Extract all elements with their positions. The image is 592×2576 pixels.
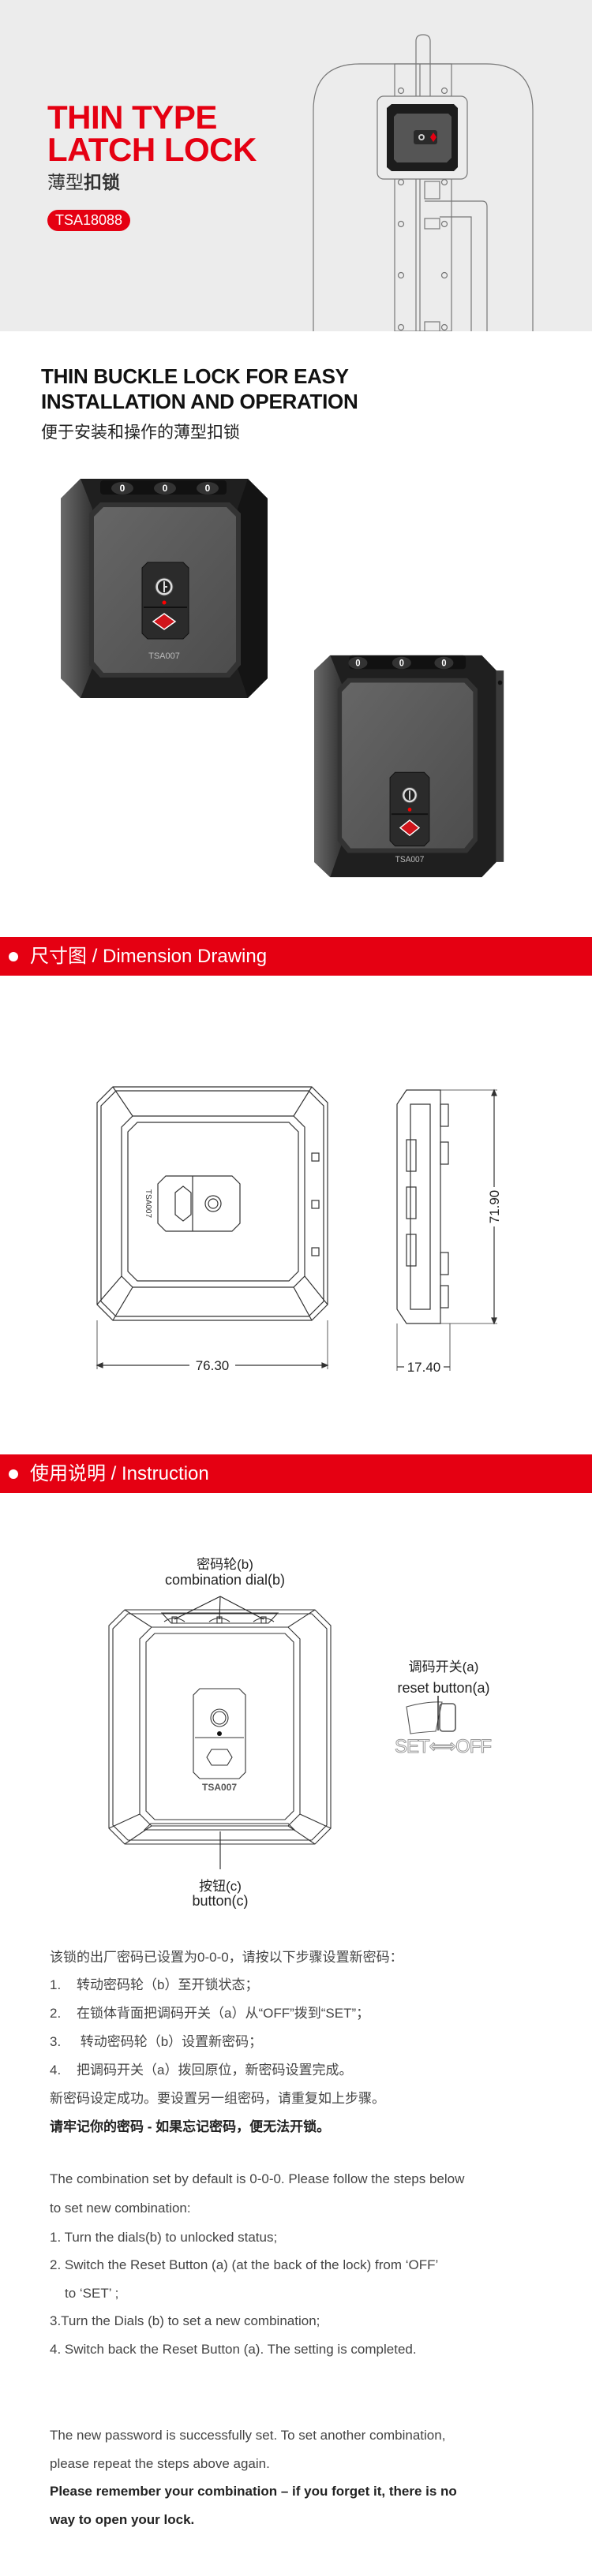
keyhole-icon bbox=[155, 577, 174, 596]
hero-banner: THIN TYPE LATCH LOCK 薄型扣锁 TSA18088 bbox=[0, 0, 592, 331]
step-number: 2. bbox=[50, 2006, 62, 2021]
steps-cn-warning: 请牢记你的密码 - 如果忘记密码，便无法开锁。 bbox=[50, 2119, 331, 2134]
steps-en-item-2-cont: to ‘SET’ ; bbox=[65, 2286, 119, 2301]
steps-cn-item: 4. 把调码开关（a）拨回原位，新密码设置完成。 bbox=[50, 2062, 352, 2079]
dial-digit: 0 bbox=[163, 483, 168, 494]
model-badge: TSA18088 bbox=[47, 210, 130, 231]
set-off-switch-label: SET⟺OFF bbox=[394, 1736, 492, 1758]
lock-product-front: 0 0 0 TSA007 bbox=[61, 479, 268, 698]
steps-cn-intro: 该锁的出厂密码已设置为0-0-0，请按以下步骤设置新密码： bbox=[50, 1950, 403, 1965]
height-dimension: 71.90 bbox=[487, 1190, 502, 1224]
step-text: 转动密码轮（b）设置新密码； bbox=[77, 2034, 263, 2049]
steps-en-success-1: The new password is successfully set. To… bbox=[50, 2428, 446, 2443]
step-text: 转动密码轮（b）至开锁状态； bbox=[77, 1977, 259, 1992]
steps-en-warning-2: way to open your lock. bbox=[50, 2512, 195, 2527]
dial-digit: 0 bbox=[205, 483, 211, 494]
keyhole-icon bbox=[402, 786, 418, 804]
feature-subtitle-cn: 便于安装和操作的薄型扣锁 bbox=[41, 424, 240, 442]
width-dimension: 76.30 bbox=[196, 1358, 230, 1373]
depth-dimension: 17.40 bbox=[407, 1360, 441, 1375]
dimension-drawing: TSA007 76.30 17.40 71.90 bbox=[96, 1086, 502, 1375]
steps-en-intro-1: The combination set by default is 0-0-0.… bbox=[50, 2171, 465, 2186]
feature-heading-line2: INSTALLATION AND OPERATION bbox=[41, 390, 358, 413]
instruction-drawing: TSA007 bbox=[108, 1596, 456, 1869]
reset-label-en: reset button(a) bbox=[397, 1680, 490, 1696]
steps-en-item-2: 2. Switch the Reset Button (a) (at the b… bbox=[50, 2257, 439, 2272]
step-number: 4. bbox=[50, 2063, 62, 2078]
steps-en-item-1: 1. Turn the dials(b) to unlocked status; bbox=[50, 2230, 278, 2245]
dial-label-cn: 密码轮(b) bbox=[197, 1557, 253, 1572]
bullet-icon bbox=[9, 1469, 18, 1479]
mini-lock bbox=[387, 104, 458, 171]
feature-heading-line1: THIN BUCKLE LOCK FOR EASY bbox=[41, 364, 349, 388]
section-title: 尺寸图 / Dimension Drawing bbox=[30, 946, 268, 967]
steps-en-item-4: 4. Switch back the Reset Button (a). The… bbox=[50, 2342, 417, 2357]
drawing-model-label: TSA007 bbox=[144, 1189, 152, 1219]
step-number: 1. bbox=[50, 1977, 62, 1992]
section-header-instruction: 使用说明 / Instruction bbox=[0, 1454, 592, 1493]
step-number: 3. bbox=[50, 2034, 62, 2049]
indicator-dot bbox=[217, 1731, 222, 1736]
dial-digit: 0 bbox=[120, 483, 126, 494]
hero-title-line1: THIN TYPE bbox=[47, 99, 217, 136]
reset-label-cn: 调码开关(a) bbox=[408, 1659, 479, 1674]
steps-en-intro-2: to set new combination: bbox=[50, 2201, 191, 2216]
section-title: 使用说明 / Instruction bbox=[30, 1463, 209, 1484]
steps-cn-item: 1. 转动密码轮（b）至开锁状态； bbox=[50, 1977, 258, 1994]
steps-en-item-3: 3.Turn the Dials (b) to set a new combin… bbox=[50, 2313, 320, 2328]
dial-label-en: combination dial(b) bbox=[164, 1572, 286, 1588]
button-label-en: button(c) bbox=[192, 1893, 249, 1909]
steps-en-warning-1: Please remember your combination – if yo… bbox=[50, 2484, 457, 2499]
tsa-diamond-icon bbox=[152, 613, 177, 630]
combination-dials: 0 0 0 bbox=[111, 482, 219, 495]
bullet-icon bbox=[9, 952, 18, 961]
step-text: 在锁体背面把调码开关（a）从“OFF”拨到“SET”； bbox=[77, 2006, 370, 2021]
section-header-dimension: 尺寸图 / Dimension Drawing bbox=[0, 937, 592, 976]
dial-digit: 0 bbox=[441, 659, 446, 668]
lock-product-angled: 0 0 0 TSA007 bbox=[314, 655, 504, 878]
subtitle-light: 薄型 bbox=[47, 172, 84, 192]
steps-cn-item: 3. 转动密码轮（b）设置新密码； bbox=[50, 2033, 262, 2051]
hero-subtitle-cn: 薄型扣锁 bbox=[47, 167, 120, 194]
dial-digit: 0 bbox=[355, 659, 360, 668]
dial-digit: 0 bbox=[399, 659, 404, 668]
tsa-diamond-icon bbox=[399, 819, 421, 837]
steps-cn-item: 2. 在锁体背面把调码开关（a）从“OFF”拨到“SET”； bbox=[50, 2005, 369, 2022]
suitcase-illustration bbox=[313, 34, 534, 331]
steps-cn-success: 新密码设定成功。要设置另一组密码，请重复如上步骤。 bbox=[50, 2091, 385, 2106]
lock-model-label: TSA007 bbox=[148, 651, 180, 661]
drawing-model-label: TSA007 bbox=[202, 1782, 237, 1793]
step-text: 把调码开关（a）拨回原位，新密码设置完成。 bbox=[77, 2063, 353, 2078]
button-label-cn: 按钮(c) bbox=[199, 1879, 242, 1894]
hero-title-line2: LATCH LOCK bbox=[47, 131, 257, 168]
steps-en-success-2: please repeat the steps above again. bbox=[50, 2456, 270, 2471]
lock-model-label: TSA007 bbox=[395, 856, 425, 864]
subtitle-bold: 扣锁 bbox=[84, 172, 120, 192]
